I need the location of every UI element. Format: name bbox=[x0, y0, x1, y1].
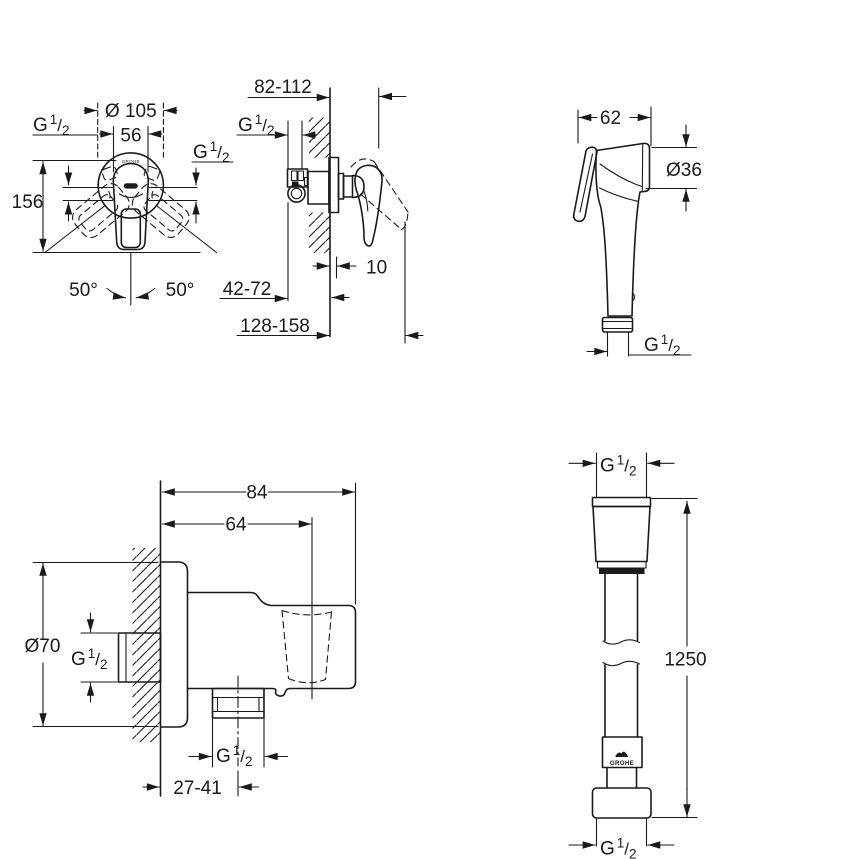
dim-total-depth: 84 bbox=[161, 482, 357, 605]
hose-sleeve: GROHE bbox=[601, 736, 643, 769]
wall-hatch bbox=[132, 548, 160, 742]
svg-text:1250: 1250 bbox=[664, 650, 706, 671]
spray-pipe bbox=[606, 331, 630, 357]
ghost-ear-left bbox=[101, 165, 118, 181]
svg-text:Ø70: Ø70 bbox=[25, 636, 61, 657]
inlet-nipple bbox=[117, 632, 162, 683]
svg-text:Ø36: Ø36 bbox=[666, 160, 702, 181]
dim-handle-width: 56 bbox=[98, 126, 163, 173]
svg-text:G1/2: G1/2 bbox=[33, 112, 70, 138]
spray-trigger bbox=[572, 146, 598, 223]
svg-text:62: 62 bbox=[600, 108, 621, 129]
svg-text:G1/2: G1/2 bbox=[71, 646, 108, 672]
svg-text:64: 64 bbox=[225, 515, 247, 536]
svg-text:56: 56 bbox=[120, 126, 141, 147]
svg-text:G1/2: G1/2 bbox=[600, 453, 637, 479]
spray-hook-notch bbox=[631, 292, 635, 302]
svg-text:G1/2: G1/2 bbox=[216, 743, 253, 769]
dim-max-depth: 128-158 bbox=[236, 221, 424, 344]
svg-text:156: 156 bbox=[12, 192, 44, 213]
svg-text:42-72: 42-72 bbox=[223, 279, 272, 300]
escutcheon-circle bbox=[97, 152, 165, 219]
brand-logo-text: GROHE bbox=[122, 159, 140, 164]
ghost-open-lever bbox=[350, 158, 409, 231]
dim-head-width: 62 bbox=[577, 106, 652, 147]
ghost-ear-right bbox=[143, 165, 160, 181]
svg-text:G1/2: G1/2 bbox=[193, 139, 230, 165]
spray-neck-curve-1 bbox=[599, 163, 643, 188]
svg-text:G1/2: G1/2 bbox=[600, 836, 637, 859]
wall-hatch-upper bbox=[309, 117, 330, 158]
concealed-body bbox=[286, 120, 365, 302]
spray-nut bbox=[601, 316, 634, 333]
spray-body bbox=[595, 142, 651, 317]
dim-min-depth: 42-72 bbox=[219, 279, 350, 303]
dim-holder-depth: 64 bbox=[161, 515, 313, 700]
handle-slot bbox=[123, 183, 138, 189]
svg-text:128-158: 128-158 bbox=[240, 316, 310, 337]
union-body bbox=[186, 591, 357, 697]
lever-handle: GROHE bbox=[108, 159, 154, 251]
hose-neck bbox=[606, 766, 638, 789]
dim-escutcheon-dia: Ø 105 bbox=[83, 101, 178, 159]
hose-knurled-nut bbox=[591, 787, 652, 819]
svg-text:Ø 105: Ø 105 bbox=[105, 101, 157, 122]
dim-hose-length: 1250 bbox=[651, 497, 707, 819]
dim-plate-offset: 10 bbox=[312, 256, 387, 279]
dim-depth-range: 82-112 bbox=[247, 77, 407, 149]
ghost-handle-left bbox=[72, 183, 130, 238]
angle-arc-right bbox=[135, 287, 156, 300]
angle-arc-left bbox=[106, 287, 127, 300]
spray-neck-curve-2 bbox=[598, 187, 640, 203]
dim-angle-right: 50° bbox=[166, 280, 195, 301]
svg-text:G1/2: G1/2 bbox=[644, 332, 681, 358]
hose-brand-text: GROHE bbox=[610, 760, 634, 767]
side-lever bbox=[354, 164, 383, 247]
side-lever-detail bbox=[363, 190, 369, 212]
hose-conical-nut bbox=[591, 496, 652, 574]
dim-height: 156 bbox=[12, 159, 201, 254]
union-flange bbox=[159, 561, 189, 728]
wall-hatch-lower bbox=[309, 212, 330, 253]
front-view: GROHE 50° 50° Ø 105 bbox=[12, 101, 234, 306]
svg-text:27-41: 27-41 bbox=[173, 778, 222, 799]
swing-lines bbox=[44, 205, 218, 306]
hose-logo-flame bbox=[615, 751, 628, 757]
dim-angle-left: 50° bbox=[69, 280, 98, 301]
svg-text:10: 10 bbox=[366, 258, 387, 279]
svg-text:82-112: 82-112 bbox=[254, 77, 312, 98]
svg-text:84: 84 bbox=[246, 483, 268, 504]
spray-trigger-line bbox=[579, 153, 594, 213]
dim-outlet-offset: 27-41 bbox=[142, 770, 260, 799]
holder-cone bbox=[281, 609, 333, 684]
ghost-handle-right bbox=[131, 183, 190, 238]
hose-tube bbox=[602, 573, 641, 738]
dim-flange-dia: Ø70 bbox=[25, 561, 159, 728]
svg-text:G1/2: G1/2 bbox=[238, 112, 275, 138]
dim-face-dia: Ø36 bbox=[645, 124, 702, 212]
